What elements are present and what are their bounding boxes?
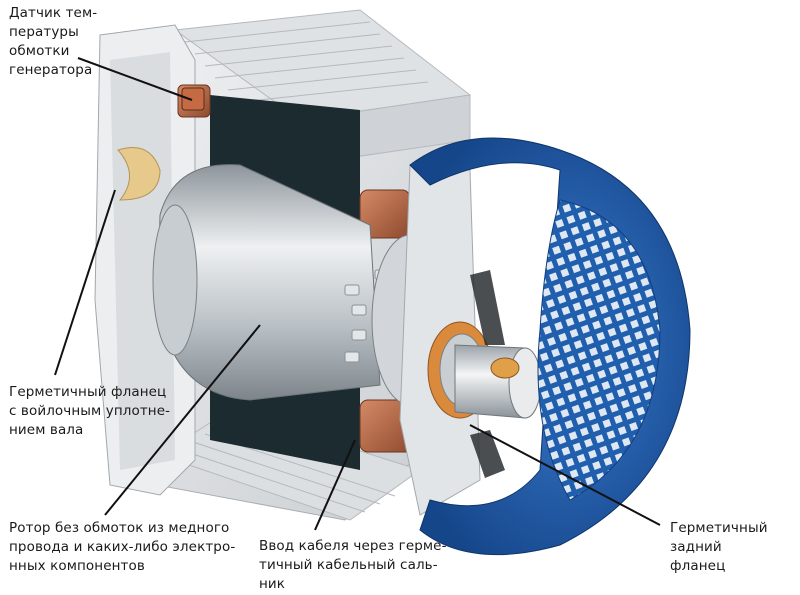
label-rear-flange: Герметичный задний фланец (670, 520, 768, 574)
temperature-sensor (181, 87, 205, 111)
front-flange (94, 24, 196, 496)
label-temperature-sensor: Датчик тем- пературы обмотки генератора (9, 5, 98, 78)
leader-rotor (104, 324, 261, 516)
leader-temp-sensor (77, 57, 193, 101)
shaft-seal (490, 357, 520, 379)
leader-sealed-flange (54, 189, 116, 376)
rear-flange (399, 164, 493, 516)
leader-rear-flange (469, 424, 661, 526)
label-sealed-flange: Герметичный фланец с войлочным уплотне- … (9, 384, 171, 438)
leader-lines (54, 57, 661, 531)
label-cable-entry: Ввод кабеля через герме- тичный кабельны… (259, 538, 447, 592)
label-rotor: Ротор без обмоток из медного провода и к… (9, 520, 236, 574)
shaft (454, 344, 542, 419)
felt-seal (117, 147, 161, 201)
leader-cable-entry (314, 439, 356, 531)
fan-cover (409, 137, 691, 556)
fan-grille (537, 199, 661, 501)
